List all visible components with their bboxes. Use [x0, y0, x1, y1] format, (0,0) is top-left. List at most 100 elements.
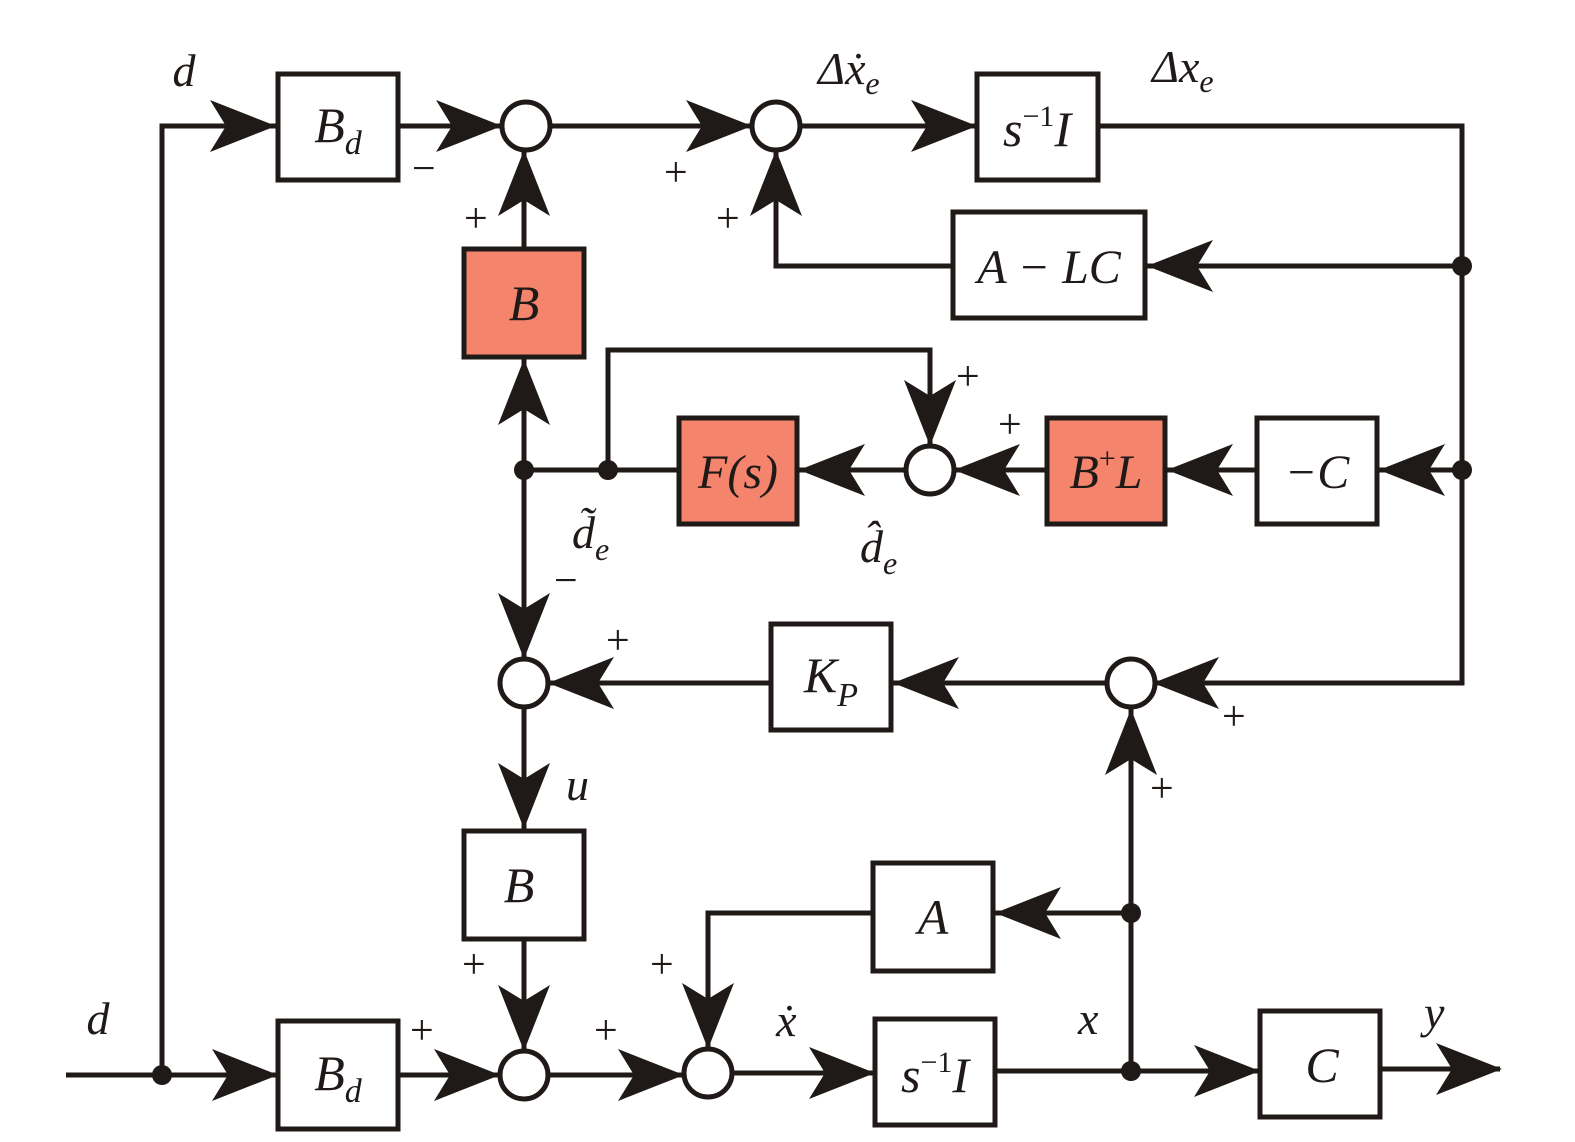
sum-6	[497, 1048, 551, 1102]
sign-s3-plus-right: +	[998, 402, 1022, 448]
arrow-sum6-down	[498, 985, 550, 1051]
sign-labels: − + + + + + − + + + + + + +	[410, 146, 1246, 1054]
arrow-b-lower-down	[498, 763, 550, 829]
sign-s5-plus-right: +	[1222, 694, 1246, 740]
block-bd-top-label: Bd	[314, 97, 363, 162]
sign-s4-plus: +	[606, 618, 630, 664]
block-a-minus-lc	[950, 209, 1148, 321]
arrow-fs-in	[799, 444, 865, 496]
sign-s6-plus-top: +	[462, 942, 486, 988]
junction-alc	[1452, 256, 1472, 276]
wire-int-right	[1098, 123, 1465, 686]
arrow-d-top	[210, 100, 276, 152]
sign-s1-plus: +	[464, 196, 488, 242]
block-integrator-top-label: s−1I	[1003, 100, 1073, 157]
block-b-lower	[461, 828, 587, 942]
sign-s5-plus-bottom: +	[1150, 766, 1174, 812]
block-a-minus-lc-label: A − LC	[974, 241, 1122, 294]
block-f-s-label: F(s)	[697, 446, 778, 499]
block-c-label: C	[1305, 1037, 1339, 1093]
signal-delta-xe-dot: Δẋe	[816, 43, 880, 101]
sign-s4-minus: −	[554, 558, 578, 604]
summing-junctions	[497, 99, 1158, 1102]
block-kp	[768, 621, 894, 733]
wires	[66, 123, 1500, 1078]
block-c	[1257, 1008, 1383, 1120]
block-a	[870, 860, 996, 974]
block-f-s	[676, 415, 800, 527]
sign-s3-plus-top: +	[956, 354, 980, 400]
block-bplus-l-label: B+L	[1070, 442, 1143, 499]
junctions	[152, 256, 1472, 1085]
arrow-int-bottom-in	[809, 1047, 875, 1099]
sign-s7-plus-left: +	[594, 1008, 618, 1054]
signal-delta-xe: Δxe	[1150, 41, 1214, 99]
junction-negc	[1452, 460, 1472, 480]
junction-d	[152, 1065, 172, 1085]
arrowheads	[210, 100, 1502, 1101]
block-a-label: A	[915, 889, 949, 945]
arrow-sum2-in	[686, 100, 752, 152]
arrow-sum6-in	[434, 1049, 500, 1101]
arrow-sum5-in	[1153, 657, 1219, 709]
signal-x: x	[1077, 993, 1099, 1044]
block-b-lower-label: B	[504, 857, 535, 913]
arrow-y-out	[1436, 1043, 1502, 1095]
block-kp-label: KP	[803, 647, 858, 714]
signal-d-bottom: d	[87, 993, 111, 1044]
sum-4	[497, 656, 551, 710]
junction-a	[1121, 903, 1141, 923]
arrow-sum3-in	[954, 444, 1020, 496]
arrow-negc-in	[1379, 444, 1445, 496]
arrow-sum1-up	[498, 150, 550, 216]
arrow-kp-in	[893, 657, 959, 709]
arrow-sum4-in	[548, 657, 614, 709]
arrow-bplusl-in	[1167, 444, 1233, 496]
sum-3	[903, 443, 957, 497]
arrow-int-top-in	[911, 100, 977, 152]
signal-de-hat: d̂e	[860, 521, 897, 581]
arrow-bd-top-sum1	[436, 100, 502, 152]
block-bd-top	[275, 71, 401, 183]
arrow-sum2-up	[750, 150, 802, 216]
sign-s7-plus-top: +	[650, 942, 674, 988]
block-bd-bottom-label: Bd	[314, 1045, 363, 1110]
arrow-sum7-in	[618, 1049, 684, 1101]
sum-5	[1104, 656, 1158, 710]
junction-de-tilde	[598, 460, 618, 480]
sign-s1-minus: −	[412, 146, 436, 192]
signal-y: y	[1420, 987, 1445, 1038]
sign-s2-plus-bottom: +	[716, 196, 740, 242]
block-integrator-top	[974, 71, 1101, 183]
arrow-alc-in	[1147, 240, 1213, 292]
junction-x	[1121, 1061, 1141, 1081]
sum-7	[681, 1046, 735, 1100]
junction-b-split	[514, 460, 534, 480]
blocks: Bd s−1I A − LC B F(s) B+L −C KP B A Bd	[275, 71, 1383, 1132]
block-b-upper-label: B	[509, 275, 540, 331]
signal-x-dot: ẋ	[775, 995, 797, 1046]
sum-2	[749, 99, 803, 153]
block-b-upper	[461, 246, 587, 360]
block-neg-c	[1254, 415, 1380, 527]
arrow-b-upper-up	[498, 359, 550, 425]
arrow-a-in	[995, 887, 1061, 939]
block-bplus-l	[1044, 415, 1168, 527]
arrow-d-bottom	[212, 1049, 278, 1101]
block-integrator-bottom	[872, 1016, 998, 1128]
signal-labels: d d Δẋe Δxe d̃e d̂e u ẋ x y	[87, 41, 1446, 1046]
sign-s2-plus-left: +	[664, 150, 688, 196]
block-neg-c-label: −C	[1285, 446, 1350, 499]
block-integrator-bottom-label: s−1I	[901, 1046, 971, 1103]
signal-u: u	[566, 759, 589, 810]
signal-d-top: d	[173, 45, 197, 96]
sign-s6-plus-left: +	[410, 1008, 434, 1054]
signal-de-tilde: d̃e	[572, 507, 609, 567]
arrow-sum3-down	[904, 380, 956, 446]
sum-1	[499, 99, 553, 153]
arrow-c-in	[1194, 1045, 1260, 1097]
arrow-sum5-up	[1105, 709, 1157, 775]
arrow-sum7-down	[682, 983, 734, 1049]
arrow-sum4-down	[498, 593, 550, 659]
